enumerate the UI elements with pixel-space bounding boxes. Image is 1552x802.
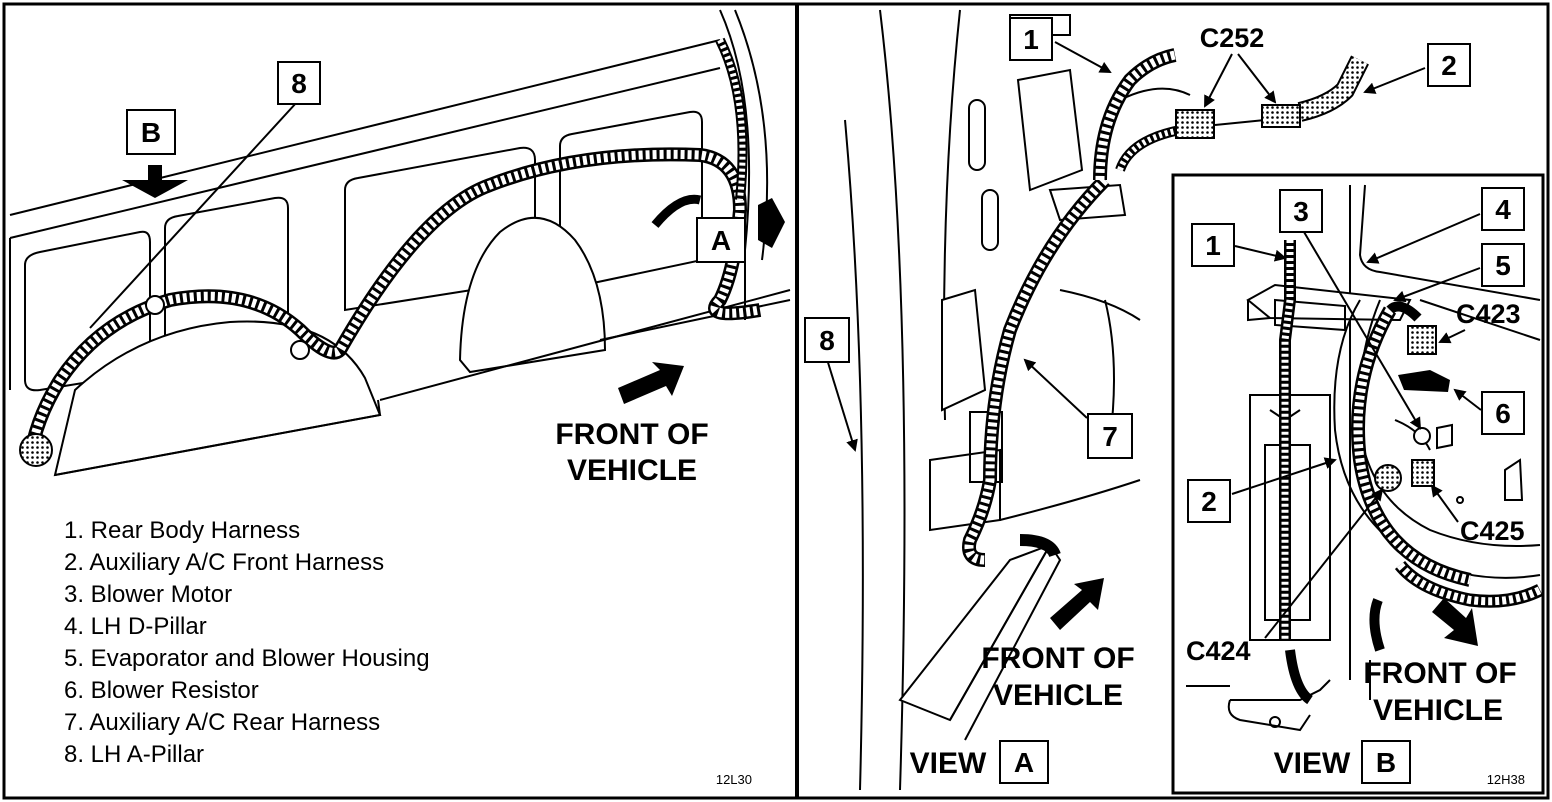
- auxiliary-rear-harness: [962, 48, 1369, 567]
- svg-text:2: 2: [1201, 486, 1217, 517]
- view-b-letter: B: [1376, 747, 1396, 778]
- view-b-callout-5: 5: [1481, 243, 1525, 287]
- view-b-callout-3: 3: [1279, 189, 1323, 233]
- connector-c252-a: [1175, 109, 1215, 139]
- callout-8-leader: [89, 101, 298, 329]
- legend-item: 8. LH A-Pillar: [64, 741, 204, 768]
- view-a-callout-1: 1: [1009, 17, 1053, 61]
- view-b-callout-4: 4: [1481, 187, 1525, 231]
- connector-c423: [1407, 325, 1437, 355]
- front-arrow-view-b: [1432, 598, 1478, 646]
- front-arrow-left: [618, 362, 684, 404]
- view-a-callout-8: 8: [804, 317, 850, 363]
- connector-c425-label: C425: [1460, 516, 1525, 546]
- svg-text:5: 5: [1495, 250, 1511, 281]
- view-a-letter: A: [1014, 747, 1034, 778]
- svg-text:8: 8: [819, 325, 835, 356]
- front-label-view-a-line1: FRONT OF: [981, 642, 1134, 675]
- legend-item: 6. Blower Resistor: [64, 677, 259, 704]
- front-label-view-b-line2: VEHICLE: [1373, 694, 1503, 727]
- callout-8-box: 8: [277, 61, 321, 105]
- connector-c424-label: C424: [1186, 636, 1251, 666]
- view-a-callout-7: 7: [1087, 413, 1133, 459]
- front-label-left-line2: VEHICLE: [567, 454, 697, 487]
- view-a-callout-2: 2: [1427, 43, 1471, 87]
- view-b-arrow: [122, 165, 188, 198]
- left-panel-drawing: [9, 9, 791, 477]
- front-label-view-b-line1: FRONT OF: [1363, 657, 1516, 690]
- front-label-left-line1: FRONT OF: [555, 418, 708, 451]
- figure-code-right: 12H38: [1487, 772, 1525, 787]
- blower-resistor: [1398, 370, 1450, 392]
- view-b-harness: [1279, 240, 1543, 705]
- view-a-letter-box: [999, 740, 1049, 784]
- front-arrow-view-a: [1050, 578, 1104, 630]
- connector-c252-b: [1261, 104, 1301, 128]
- connector-c424: [1374, 464, 1402, 492]
- svg-text:7: 7: [1102, 421, 1118, 452]
- view-b-callout-2: 2: [1187, 479, 1231, 523]
- svg-text:3: 3: [1293, 196, 1309, 227]
- callout-b-label: B: [141, 117, 161, 148]
- figure-code-left: 12L30: [716, 772, 752, 787]
- legend-item: 7. Auxiliary A/C Rear Harness: [64, 709, 380, 736]
- legend: 1. Rear Body Harness 2. Auxiliary A/C Fr…: [64, 517, 430, 768]
- svg-text:4: 4: [1495, 194, 1511, 225]
- connector-c423-label: C423: [1456, 299, 1521, 329]
- view-b-leaders: [1231, 213, 1482, 639]
- view-a-drawing: [844, 9, 1191, 791]
- callout-b-box: B: [126, 109, 176, 155]
- connector-c425: [1411, 459, 1435, 487]
- svg-text:1: 1: [1205, 230, 1221, 261]
- legend-item: 1. Rear Body Harness: [64, 517, 300, 544]
- view-a-leaders: [825, 41, 1426, 452]
- legend-item: 4. LH D-Pillar: [64, 613, 207, 640]
- svg-text:6: 6: [1495, 398, 1511, 429]
- view-a-title: VIEW: [910, 747, 987, 780]
- view-b-title: VIEW: [1274, 747, 1351, 780]
- view-b-letter-box: [1361, 740, 1411, 784]
- legend-item: 5. Evaporator and Blower Housing: [64, 645, 430, 672]
- svg-text:1: 1: [1023, 24, 1039, 55]
- view-a-arrow: [758, 198, 785, 248]
- callout-a-box: A: [696, 217, 746, 263]
- view-b-callout-1: 1: [1191, 223, 1235, 267]
- svg-text:2: 2: [1441, 50, 1457, 81]
- front-label-view-a-line2: VEHICLE: [993, 679, 1123, 712]
- legend-item: 3. Blower Motor: [64, 581, 232, 608]
- legend-item: 2. Auxiliary A/C Front Harness: [64, 549, 384, 576]
- callout-8-label: 8: [291, 68, 307, 99]
- connector-c252-label: C252: [1200, 23, 1265, 53]
- view-b-callout-6: 6: [1481, 391, 1525, 435]
- callout-a-label: A: [711, 225, 731, 256]
